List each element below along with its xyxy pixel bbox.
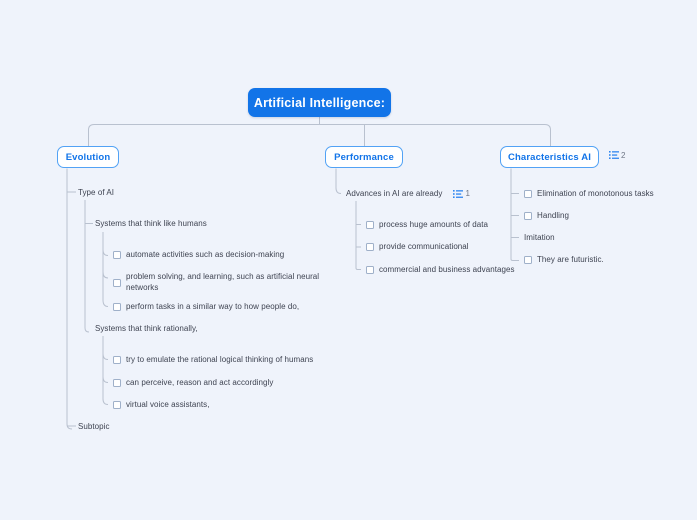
topic-t-futuristic[interactable]: They are futuristic. [524, 255, 604, 266]
list-icon [453, 190, 464, 199]
topic-t-advances[interactable]: Advances in AI are already 1 [346, 189, 470, 200]
topic-label: Type of AI [78, 188, 115, 197]
topic-label: Imitation [524, 233, 555, 242]
branch-node-evolution[interactable]: Evolution [57, 146, 119, 168]
topic-t-handling[interactable]: Handling [524, 211, 569, 222]
topic-t-perceive[interactable]: can perceive, reason and act accordingly [113, 378, 273, 389]
topic-checkbox[interactable] [113, 251, 121, 260]
root-node[interactable]: Artificial Intelligence: [248, 88, 391, 117]
topic-label: Elimination of monotonous tasks [537, 189, 654, 198]
branch-node-label: Evolution [65, 151, 111, 163]
topic-label: Subtopic [78, 422, 110, 431]
topic-t-voice[interactable]: virtual voice assistants, [113, 400, 210, 411]
topic-checkbox[interactable] [113, 303, 121, 312]
topic-checkbox[interactable] [524, 212, 532, 221]
topic-label: virtual voice assistants, [126, 400, 210, 409]
topic-t-perform-tasks[interactable]: perform tasks in a similar way to how pe… [113, 302, 299, 313]
topic-label: Systems that think like humans [95, 219, 207, 228]
topic-t-think-humans[interactable]: Systems that think like humans [95, 219, 207, 230]
topic-t-communicational[interactable]: provide communicational [366, 242, 469, 253]
topic-checkbox[interactable] [113, 278, 121, 287]
list-badge-count: 2 [621, 150, 626, 160]
branch-node-label: Performance [334, 151, 394, 163]
topic-checkbox[interactable] [113, 379, 121, 388]
topic-t-emulate[interactable]: try to emulate the rational logical thin… [113, 355, 313, 366]
topic-checkbox[interactable] [113, 356, 121, 365]
branch-node-characteristics[interactable]: Characteristics AI [500, 146, 599, 168]
topic-t-commercial[interactable]: commercial and business advantages [366, 265, 515, 276]
topic-label: problem solving, and learning, such as a… [126, 272, 320, 292]
list-icon [609, 151, 619, 159]
topic-label: automate activities such as decision-mak… [126, 250, 285, 259]
topic-list-badge[interactable]: 1 [453, 189, 470, 200]
topic-checkbox[interactable] [524, 190, 532, 199]
topic-t-type-of-ai[interactable]: Type of AI [78, 188, 114, 199]
branch-node-label: Characteristics AI [507, 151, 592, 163]
topic-t-subtopic[interactable]: Subtopic [78, 422, 110, 433]
topic-checkbox[interactable] [524, 256, 532, 265]
topic-label: process huge amounts of data [379, 220, 489, 229]
topic-checkbox[interactable] [366, 266, 374, 275]
topic-checkbox[interactable] [113, 401, 121, 410]
topic-t-think-rational[interactable]: Systems that think rationally, [95, 324, 198, 335]
topic-t-problem-solving[interactable]: problem solving, and learning, such as a… [113, 272, 336, 293]
topic-label: commercial and business advantages [379, 265, 515, 274]
characteristics-list-badge[interactable]: 2 [609, 150, 625, 160]
root-node-label: Artificial Intelligence: [253, 95, 386, 110]
topic-label: Handling [537, 211, 569, 220]
topic-t-imitation[interactable]: Imitation [524, 233, 555, 244]
topic-checkbox[interactable] [366, 221, 374, 230]
topic-label: Advances in AI are already [346, 189, 443, 198]
list-badge-count: 1 [465, 189, 470, 198]
topic-t-process-data[interactable]: process huge amounts of data [366, 220, 488, 231]
topic-t-elimination[interactable]: Elimination of monotonous tasks [524, 189, 654, 200]
topic-label: try to emulate the rational logical thin… [126, 355, 314, 364]
branch-node-performance[interactable]: Performance [325, 146, 403, 168]
topic-label: perform tasks in a similar way to how pe… [126, 302, 300, 311]
topic-label: They are futuristic. [537, 255, 604, 264]
topic-label: Systems that think rationally, [95, 324, 198, 333]
topic-checkbox[interactable] [366, 243, 374, 252]
topic-t-automate[interactable]: automate activities such as decision-mak… [113, 250, 284, 261]
topic-label: can perceive, reason and act accordingly [126, 378, 274, 387]
topic-label: provide communicational [379, 242, 469, 251]
